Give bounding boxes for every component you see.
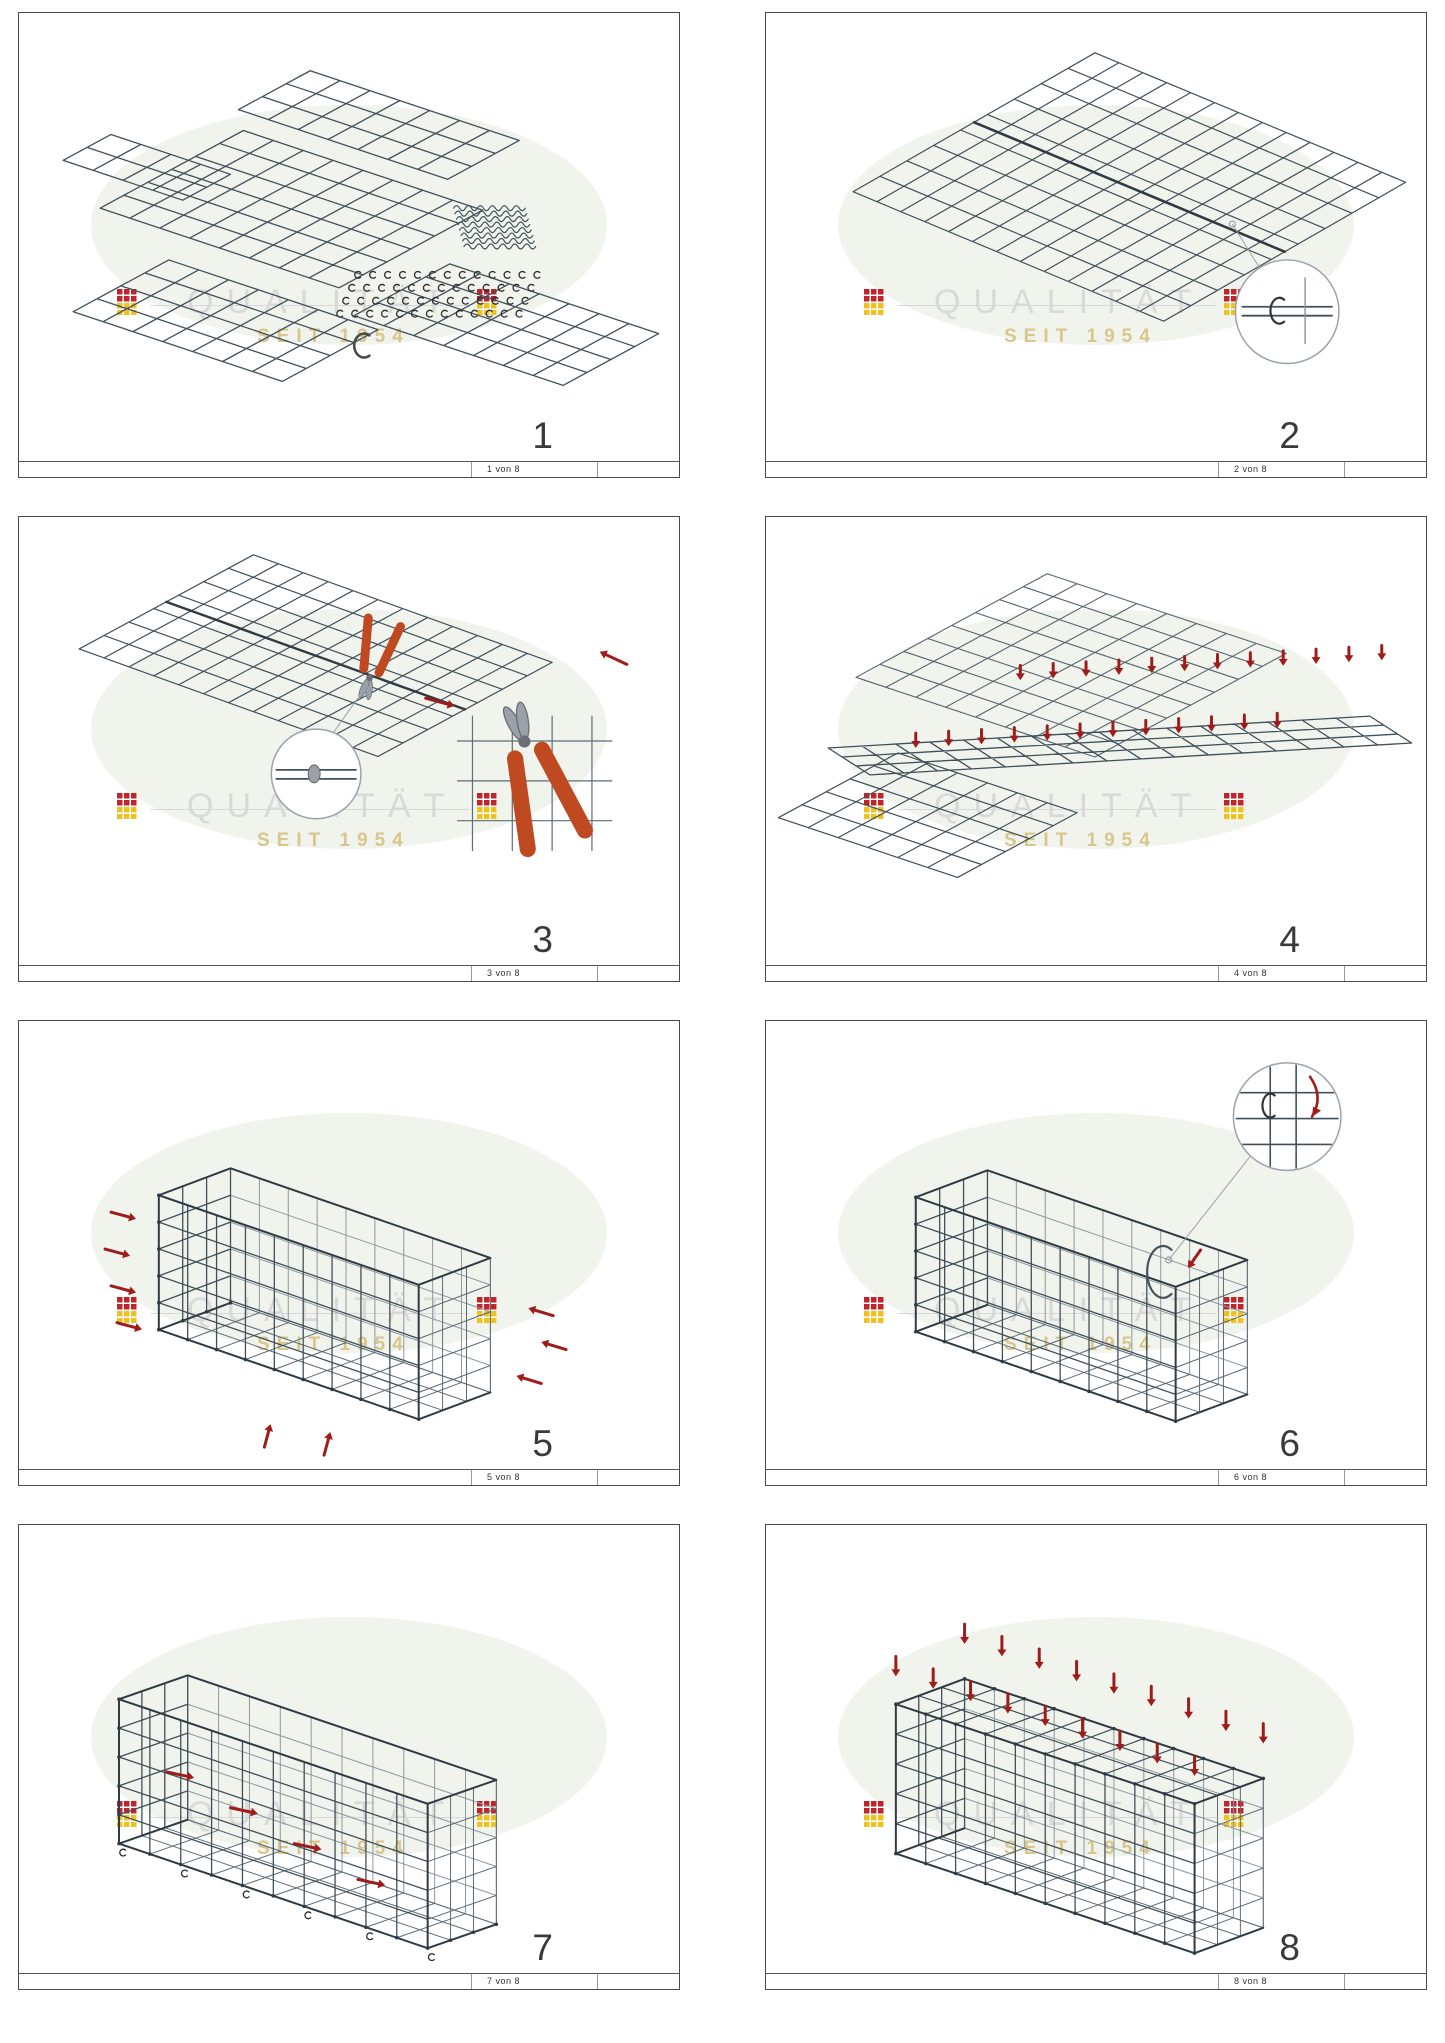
- brand-logo-icon: [864, 289, 884, 315]
- brand-name-text: QUALITÄT: [934, 787, 1205, 825]
- brand-since-text: SEIT 1954: [1004, 326, 1157, 347]
- title-block: 4 von 8: [766, 965, 1426, 981]
- step-number: 2: [1279, 415, 1300, 456]
- step-panel-4: QUALITÄT SEIT 1954 4 4 von 8: [765, 516, 1427, 982]
- watermark-divider: [898, 305, 1216, 306]
- brand-since-text: SEIT 1954: [1004, 1334, 1157, 1355]
- brand-logo-icon: [864, 1801, 884, 1827]
- step-4-illustration: [777, 573, 1413, 879]
- watermark-divider: [151, 305, 469, 306]
- sheet-counter: 1 von 8: [487, 464, 521, 474]
- step-5-illustration: [103, 1167, 568, 1457]
- brand-watermark: QUALITÄT SEIT 1954: [766, 1021, 1426, 1485]
- step-panel-5: QUALITÄT SEIT 1954 5 5 von 8: [18, 1020, 680, 1486]
- step-number: 8: [1279, 1927, 1300, 1968]
- brand-watermark: QUALITÄT SEIT 1954: [766, 517, 1426, 981]
- step-6-illustration: [913, 1062, 1342, 1424]
- brand-logo-icon: [477, 793, 497, 819]
- sheet-counter: 6 von 8: [1234, 1472, 1268, 1482]
- brand-logo-icon: [117, 1297, 137, 1323]
- sheet-counter: 7 von 8: [487, 1976, 521, 1986]
- brand-since-text: SEIT 1954: [257, 326, 410, 347]
- title-block: 3 von 8: [19, 965, 679, 981]
- step-panel-2: QUALITÄT SEIT 1954 2 2 von 8: [765, 12, 1427, 478]
- assembly-instruction-sheet: QUALITÄT SEIT 1954 1 1 von 8 QUALITÄT SE…: [18, 12, 1427, 1990]
- sheet-counter: 2 von 8: [1234, 464, 1268, 474]
- brand-logo-icon: [117, 793, 137, 819]
- watermark-divider: [898, 1313, 1216, 1314]
- brand-logo-icon: [1224, 793, 1244, 819]
- watermark-divider: [898, 809, 1216, 810]
- step-panel-7: QUALITÄT SEIT 1954 7 7 von 8: [18, 1524, 680, 1990]
- sheet-counter: 5 von 8: [487, 1472, 521, 1482]
- step-panel-1: QUALITÄT SEIT 1954 1 1 von 8: [18, 12, 680, 478]
- brand-name-text: QUALITÄT: [187, 1795, 458, 1833]
- brand-since-text: SEIT 1954: [1004, 830, 1157, 851]
- step-number: 7: [532, 1927, 553, 1968]
- title-block: 6 von 8: [766, 1469, 1426, 1485]
- step-panel-3: QUALITÄT SEIT 1954 3 3 von 8: [18, 516, 680, 982]
- sheet-counter: 4 von 8: [1234, 968, 1268, 978]
- brand-name-text: QUALITÄT: [934, 1291, 1205, 1329]
- step-7-illustration: [117, 1674, 499, 1962]
- step-number: 3: [532, 919, 553, 960]
- title-block: 7 von 8: [19, 1973, 679, 1989]
- brand-logo-icon: [117, 1801, 137, 1827]
- step-1-illustration: [62, 70, 660, 387]
- step-number: 4: [1279, 919, 1300, 960]
- brand-logo-icon: [864, 793, 884, 819]
- sheet-counter: 8 von 8: [1234, 1976, 1268, 1986]
- watermark-divider: [151, 1313, 469, 1314]
- watermark-divider: [151, 1817, 469, 1818]
- step-panel-6: QUALITÄT SEIT 1954 6 6 von 8: [765, 1020, 1427, 1486]
- brand-since-text: SEIT 1954: [257, 830, 410, 851]
- step-2-illustration: [852, 52, 1407, 365]
- title-block: 1 von 8: [19, 461, 679, 477]
- title-block: 8 von 8: [766, 1973, 1426, 1989]
- title-block: 5 von 8: [19, 1469, 679, 1485]
- brand-logo-icon: [864, 1297, 884, 1323]
- step-number: 1: [532, 415, 553, 456]
- step-8-illustration: [891, 1622, 1268, 1955]
- title-block: 2 von 8: [766, 461, 1426, 477]
- step-panel-8: QUALITÄT SEIT 1954 8 8 von 8: [765, 1524, 1427, 1990]
- step-number: 5: [532, 1423, 553, 1464]
- sheet-counter: 3 von 8: [487, 968, 521, 978]
- step-number: 6: [1279, 1423, 1300, 1464]
- step-3-illustration: [78, 554, 629, 858]
- brand-logo-icon: [477, 1297, 497, 1323]
- brand-logo-icon: [117, 289, 137, 315]
